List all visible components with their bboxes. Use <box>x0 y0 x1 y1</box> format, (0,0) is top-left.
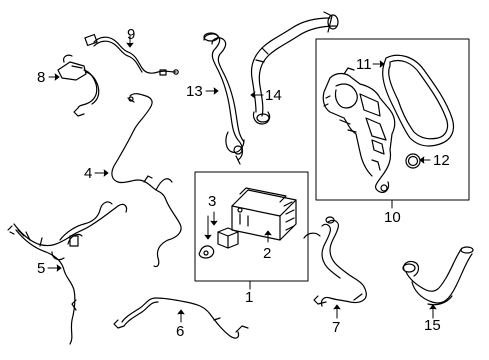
callout-8: 8 <box>37 69 46 86</box>
callout-4: 4 <box>84 165 93 182</box>
part-11-gasket <box>382 54 455 147</box>
part-1-group-box <box>194 171 309 282</box>
callout-5: 5 <box>37 260 46 277</box>
part-3-valve <box>198 227 239 259</box>
callout-1: 1 <box>245 289 254 306</box>
callout-3: 3 <box>208 193 217 210</box>
callout-15: 15 <box>424 317 441 334</box>
part-13-hose <box>203 32 245 165</box>
callout-12: 12 <box>433 152 450 169</box>
part-15-hose <box>402 246 474 306</box>
part-14-hose <box>250 11 339 125</box>
callout-13: 13 <box>186 83 203 100</box>
callout-11: 11 <box>356 56 372 73</box>
part-9-hose <box>84 33 179 76</box>
part-7-tube <box>303 216 367 307</box>
leader-lines <box>47 35 437 323</box>
part-2-canister <box>231 187 297 241</box>
part-6-tube <box>113 297 249 339</box>
part-4-wire-harness <box>111 93 182 268</box>
part-12-o-ring <box>405 153 421 169</box>
part-5-wiring-harness <box>7 201 128 345</box>
callout-6: 6 <box>176 323 185 340</box>
part-8-sensor-harness <box>57 54 100 117</box>
callout-9: 9 <box>127 26 136 43</box>
callout-14: 14 <box>265 87 282 104</box>
callout-2: 2 <box>263 245 272 262</box>
callout-7: 7 <box>332 319 341 336</box>
part-10-separator-housing <box>322 67 396 193</box>
callout-10: 10 <box>384 209 401 226</box>
